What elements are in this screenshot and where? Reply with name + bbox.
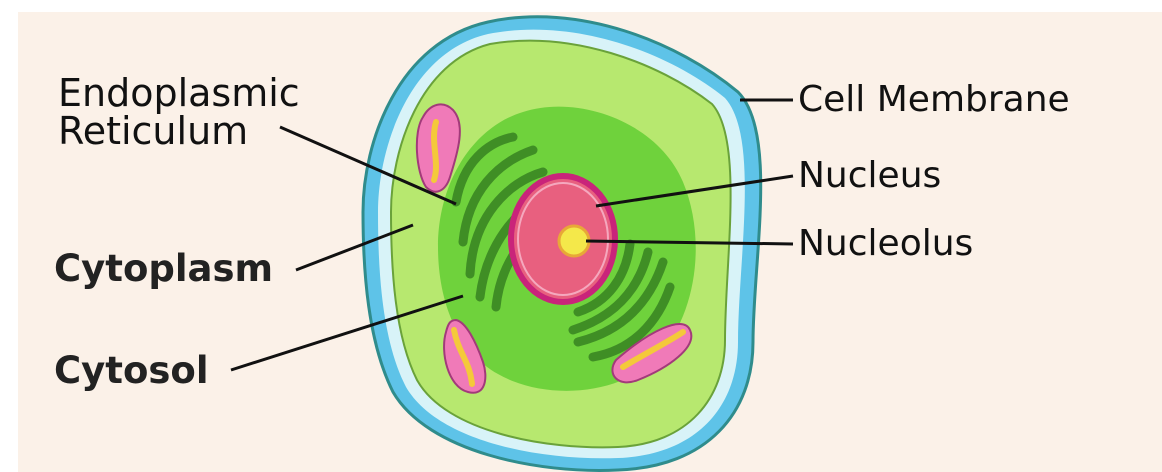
label-cytoplasm: Cytoplasm: [54, 250, 273, 287]
label-nucleus: Nucleus: [798, 158, 941, 194]
cell-diagram: Endoplasmic Reticulum Cell Membrane Nucl…: [18, 12, 1162, 472]
label-endoplasmic-reticulum: Endoplasmic Reticulum: [58, 74, 300, 150]
label-nucleolus: Nucleolus: [798, 226, 973, 262]
label-cytosol: Cytosol: [54, 352, 209, 389]
label-cell-membrane: Cell Membrane: [798, 82, 1070, 118]
nucleolus-shape: [559, 226, 589, 256]
